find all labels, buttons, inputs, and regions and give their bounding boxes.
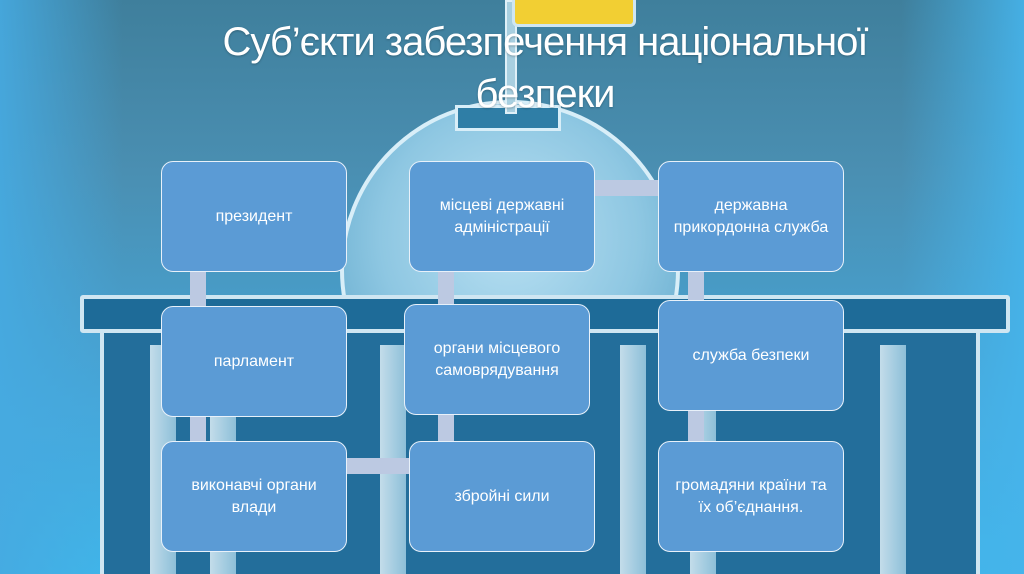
- box-security-service: служба безпеки: [658, 300, 844, 411]
- box-label: президент: [215, 207, 293, 225]
- box-local-self-government: органи місцевого самоврядування: [404, 304, 590, 415]
- box-president: президент: [161, 161, 347, 272]
- flag-icon: [512, 0, 636, 27]
- box-label: державна прикордонна служба: [673, 196, 829, 236]
- connector-col2-1-2: [438, 272, 454, 306]
- connector-col2-col3: [595, 180, 659, 196]
- column-illustration: [880, 345, 906, 574]
- column-illustration: [620, 345, 646, 574]
- box-label: виконавчі органи влади: [191, 476, 317, 516]
- box-label: збройні сили: [454, 487, 550, 505]
- box-label: місцеві державні адміністрації: [439, 196, 565, 236]
- box-label: парламент: [213, 352, 295, 370]
- box-label: служба безпеки: [692, 346, 810, 364]
- box-armed-forces: збройні сили: [409, 441, 595, 552]
- connector-col1-col2: [347, 458, 409, 474]
- box-local-state-administrations: місцеві державні адміністрації: [409, 161, 595, 272]
- connector-col2-2-3: [438, 413, 454, 441]
- box-citizens-and-associations: громадяни країни та їх об’єднання.: [658, 441, 844, 552]
- box-executive-authorities: виконавчі органи влади: [161, 441, 347, 552]
- flag-pole-illustration: [505, 0, 517, 114]
- slide-title: Суб’єкти забезпечення національної безпе…: [222, 20, 869, 116]
- box-parliament: парламент: [161, 306, 347, 417]
- connector-col1-2-3: [190, 417, 206, 441]
- connector-col3-1-2: [688, 272, 704, 302]
- box-label: органи місцевого самоврядування: [433, 339, 561, 379]
- box-state-border-service: державна прикордонна служба: [658, 161, 844, 272]
- connector-col3-2-3: [688, 411, 704, 443]
- box-label: громадяни країни та їх об’єднання.: [675, 476, 827, 516]
- connector-col1-1-2: [190, 272, 206, 308]
